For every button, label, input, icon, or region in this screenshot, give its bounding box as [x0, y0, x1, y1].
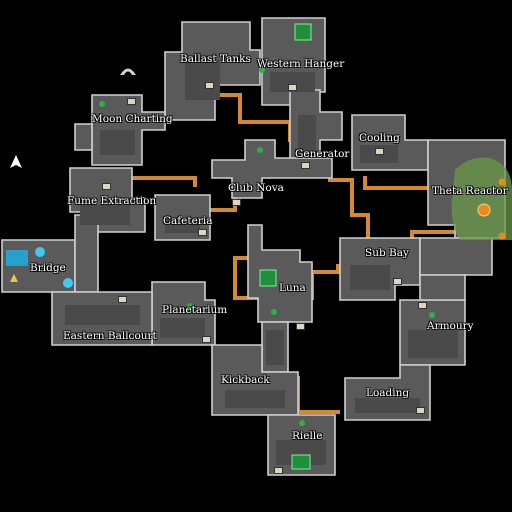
room-detail [350, 265, 390, 290]
corridor [310, 264, 340, 300]
room-detail [80, 205, 130, 225]
room-detail [165, 218, 200, 233]
objectives [99, 23, 435, 470]
room-label-generator: Generator [295, 148, 350, 160]
reactor-zone-highlight [451, 157, 512, 240]
terminal-icon [416, 407, 425, 414]
objective-marker-icon [291, 454, 311, 470]
terminal-icon [418, 302, 427, 309]
room-detail [185, 60, 220, 100]
small-objective-icon [299, 420, 305, 426]
sub-bay-east-room [419, 237, 493, 276]
moon-charting-annex [74, 123, 93, 151]
terminal-icon [296, 323, 305, 330]
west-passage-room [74, 214, 99, 293]
room-details [65, 60, 458, 465]
room-detail [408, 330, 458, 358]
room-label-theta-reactor: Theta Reactor [432, 185, 508, 197]
room-detail [266, 330, 284, 365]
corridor [363, 176, 442, 190]
terminal-icon [205, 82, 214, 89]
corridor [410, 230, 457, 240]
terminal-icon [288, 84, 297, 91]
small-objective-icon [429, 312, 435, 318]
room-detail [160, 318, 205, 338]
terminal-icon [274, 467, 283, 474]
room-label-rielle: Rielle [292, 430, 323, 442]
warning-icon [10, 274, 18, 282]
room-detail [100, 130, 135, 155]
room-label-eastern-ballcourt: Eastern Ballcourt [63, 330, 157, 342]
arch-structure-icon [120, 68, 136, 75]
terminal-icon [127, 98, 136, 105]
room-label-luna: Luna [279, 282, 306, 294]
room-detail [355, 398, 420, 413]
room-label-cooling: Cooling [359, 132, 400, 144]
terminal-icon [198, 229, 207, 236]
room-label-cafeteria: Cafeteria [163, 215, 213, 227]
room-label-ballast-tanks: Ballast Tanks [180, 53, 251, 65]
small-objective-icon [257, 147, 263, 153]
club-nova-room [211, 139, 333, 199]
room-detail [270, 72, 315, 92]
room-label-planetarium: Planetarium [162, 304, 228, 316]
terminal-icon [393, 278, 402, 285]
small-objective-icon [271, 309, 277, 315]
player-marker-icon [63, 278, 73, 288]
room-label-bridge: Bridge [30, 262, 66, 274]
corridor [128, 176, 197, 187]
corridor [328, 178, 370, 242]
hazard-marker-icon [498, 178, 506, 186]
terminal-icon [202, 336, 211, 343]
player-cluster [6, 247, 73, 288]
room-detail [65, 305, 140, 325]
room-detail [298, 115, 316, 150]
room-label-kickback: Kickback [221, 374, 270, 386]
luna-room [247, 224, 313, 323]
room-label-western-hanger: Western Hanger [257, 58, 345, 70]
terminal-icon [232, 199, 241, 206]
objective-marker-icon [259, 269, 277, 287]
player-station-icon [6, 250, 28, 266]
room-label-fume-extraction: Fume Extraction [67, 195, 157, 207]
reactor-zone [451, 157, 512, 240]
hazard-marker-icon [498, 232, 506, 240]
terminal-icon [375, 148, 384, 155]
north-arrow-icon [10, 155, 22, 168]
room-label-armoury: Armoury [427, 320, 474, 332]
terminal-icon [102, 183, 111, 190]
room-label-loading: Loading [366, 387, 410, 399]
terminal-icon [301, 162, 310, 169]
small-objective-icon [259, 67, 265, 73]
armoury-north-passage [419, 274, 466, 301]
room-label-moon-charting: Moon Charting [92, 113, 173, 125]
reactor-core-icon [477, 203, 491, 217]
small-objective-icon [99, 101, 105, 107]
room-label-sub-bay: Sub Bay [365, 247, 409, 259]
room-label-club-nova: Club Nova [228, 182, 284, 194]
terminal-icon [118, 296, 127, 303]
misc-icons [10, 68, 136, 168]
objective-marker-icon [294, 23, 312, 41]
room-detail [225, 390, 285, 408]
corridor [233, 256, 260, 300]
small-objective-icon [187, 303, 193, 309]
player-marker-icon [35, 247, 45, 257]
